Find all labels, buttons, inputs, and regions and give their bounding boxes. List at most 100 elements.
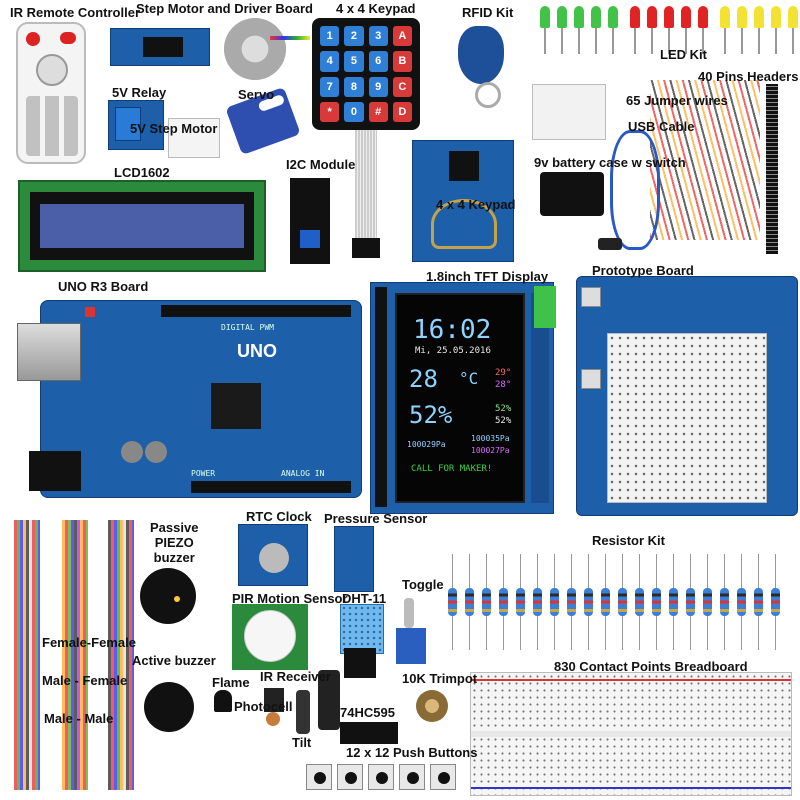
buzzer-dot — [174, 596, 180, 602]
push-button-cap — [345, 772, 357, 784]
proto-button-1 — [581, 287, 601, 307]
label-male-male: Male - Male — [44, 711, 114, 726]
dht11 — [340, 604, 384, 654]
resistor — [448, 588, 457, 616]
resistor — [686, 588, 695, 616]
step-motor-driver-board — [110, 28, 210, 66]
header-bottom — [191, 481, 351, 493]
label-i2c-module: I2C Module — [286, 157, 356, 172]
label-usb-cable: USB Cable — [628, 119, 695, 134]
remote-menu-button — [60, 32, 76, 44]
keypad-key: * — [320, 101, 340, 122]
led — [720, 6, 730, 28]
label-uno-board: UNO R3 Board — [58, 279, 149, 294]
resistor — [516, 588, 525, 616]
uno-silk-power: POWER — [191, 469, 216, 478]
led-leg — [741, 28, 743, 54]
tft-message: CALL FOR MAKER! — [411, 464, 493, 474]
push-button-cap — [314, 772, 326, 784]
male-male-wires — [108, 520, 134, 790]
led-leg — [792, 28, 794, 54]
led — [754, 6, 764, 28]
tft-humidity: 52% — [409, 401, 453, 429]
keypad-key: 1 — [320, 26, 340, 47]
tft-sd-slot — [531, 293, 549, 503]
push-button — [368, 764, 394, 790]
capacitor-1 — [121, 441, 143, 463]
passive-buzzer — [140, 568, 196, 624]
ic-chip — [340, 722, 398, 744]
led — [771, 6, 781, 28]
led-leg — [775, 28, 777, 54]
resistor — [584, 588, 593, 616]
resistor — [652, 588, 661, 616]
label-passive-buzzer: Passive PIEZO buzzer — [150, 520, 199, 565]
resistor — [635, 588, 644, 616]
led-leg — [595, 28, 597, 54]
relay-module — [108, 100, 164, 150]
resistor — [618, 588, 627, 616]
label-active-buzzer: Active buzzer — [132, 653, 216, 668]
label-rtc-clock: RTC Clock — [246, 509, 312, 524]
resistor-kit — [448, 554, 786, 650]
female-female-wires — [14, 520, 40, 790]
tft-screen: 16:02 Mi, 25.05.2016 28 °C 29° 28° 52% 5… — [395, 293, 525, 503]
label-female-female: Female-Female — [42, 635, 136, 650]
led — [540, 6, 550, 28]
led-leg — [544, 28, 546, 54]
resistor — [567, 588, 576, 616]
label-keypad-mid: 4 x 4 Keypad — [436, 197, 516, 212]
led-leg — [702, 28, 704, 54]
lcd1602 — [18, 180, 266, 272]
tft-temp-small-b: 28° — [495, 380, 512, 390]
keypad-key: 9 — [368, 76, 388, 97]
label-pir-sensor: PIR Motion Sensor — [232, 591, 348, 606]
label-step-motor: 5V Step Motor — [130, 121, 218, 136]
flame-sensor-board — [344, 648, 376, 678]
push-button-cap — [407, 772, 419, 784]
led-leg — [724, 28, 726, 54]
i2c-module — [290, 178, 330, 264]
male-female-wires — [62, 520, 88, 790]
keypad-key: 8 — [344, 76, 364, 97]
ir-receiver-component — [264, 688, 284, 712]
remote-dpad — [36, 54, 68, 86]
resistor — [499, 588, 508, 616]
lcd-screen — [40, 204, 244, 248]
resistor — [754, 588, 763, 616]
keypad-ribbon-cable — [355, 130, 377, 240]
keypad-key: # — [368, 101, 388, 122]
label-pin-headers: 40 Pins Headers — [698, 69, 799, 84]
rfid-reader-board — [412, 140, 514, 262]
push-button-row — [306, 764, 462, 794]
keypad-key: 3 — [368, 26, 388, 47]
driver-chip — [143, 37, 183, 57]
rfid-chip — [449, 151, 479, 181]
pir-dome — [244, 610, 296, 662]
breadboard-830 — [470, 672, 792, 796]
led — [557, 6, 567, 28]
pir-sensor — [232, 604, 308, 670]
capacitor-2 — [145, 441, 167, 463]
pressure-sensor — [334, 526, 374, 592]
label-toggle: Toggle — [402, 577, 444, 592]
ir-remote — [16, 22, 86, 164]
tft-humidity-small-b: 52% — [495, 416, 512, 426]
resistor — [533, 588, 542, 616]
led — [698, 6, 708, 28]
relay-box — [115, 107, 141, 141]
remote-number-buttons — [26, 96, 78, 156]
resistor — [669, 588, 678, 616]
led-leg — [561, 28, 563, 54]
photocell-component — [266, 712, 280, 726]
flame-led — [214, 690, 232, 712]
led — [591, 6, 601, 28]
tft-time: 16:02 — [413, 315, 492, 345]
uno-r3-board: UNO DIGITAL PWM POWER ANALOG IN — [17, 300, 362, 498]
electrolytic-capacitor — [318, 670, 340, 730]
dc-jack — [29, 451, 81, 491]
keypad-key: 7 — [320, 76, 340, 97]
tft-pressure-a: 100029Pa — [407, 440, 446, 449]
rfid-keyring — [475, 82, 501, 108]
